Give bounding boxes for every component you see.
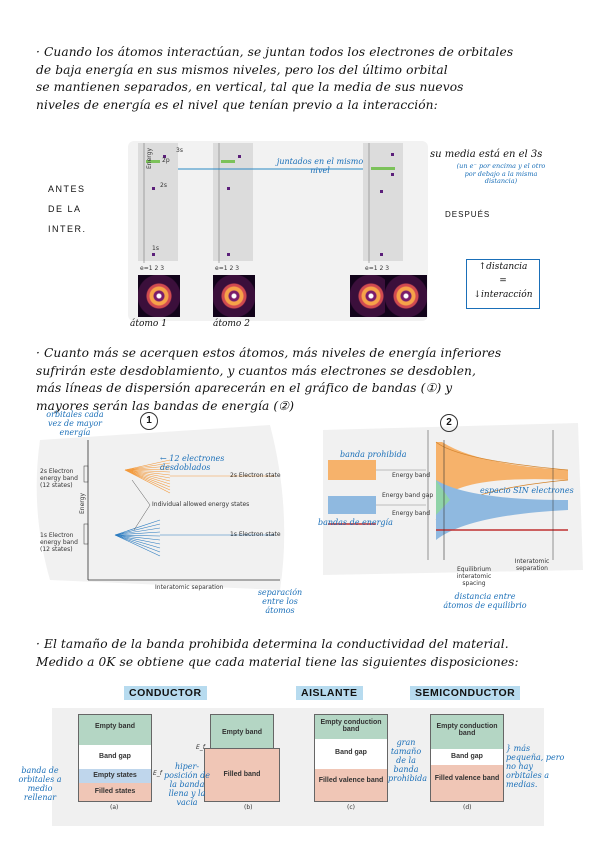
atom-2-label: átomo 2: [213, 319, 250, 329]
media-note: su media está en el 3s: [430, 149, 542, 160]
intro-line-1: · Cuando los átomos interactúan, se junt…: [36, 44, 576, 62]
diagram-c: Empty conduction band Band gap Filled va…: [314, 714, 388, 802]
band-gap-d: Band gap: [431, 749, 503, 765]
energy-axis-label: Energy: [146, 148, 153, 169]
diagram-b: Empty band Filled band: [210, 714, 282, 800]
note-d: } más pequeña, pero no hay orbitales a m…: [506, 744, 566, 789]
equilibrium-label: Equilibrium interatomic spacing: [454, 566, 494, 587]
filled-valence-band-c: Filled valence band: [315, 769, 387, 801]
caption-a: (a): [110, 804, 118, 811]
aislante-header: AISLANTE: [296, 686, 363, 700]
energy-band-label: Energy band: [392, 472, 430, 479]
intro-paragraph: · Cuando los átomos interactúan, se junt…: [36, 44, 576, 114]
intro-line-2: de baja energía en sus mismos niveles, p…: [36, 62, 576, 80]
e2s-band-label: 2s Electron energy band (12 states): [40, 468, 86, 489]
caption-d: (d): [463, 804, 472, 811]
axis-ticks-2: e=1 2 3: [215, 265, 239, 272]
energy-band-chart: [318, 420, 588, 580]
atom-1-orbital-image: [138, 275, 180, 317]
individual-states-label: Individual allowed energy states: [152, 501, 249, 508]
empty-band-a: Empty band: [79, 715, 151, 745]
energy-band-gap-label: Energy band gap: [382, 492, 433, 499]
ef-label-b: E_f: [196, 744, 205, 751]
para2-line-3: más líneas de dispersión aparecerán en e…: [36, 380, 576, 398]
distancia-equilibrio-note: distancia entre átomos de equilibrio: [440, 592, 530, 610]
band-gap-c: Band gap: [315, 739, 387, 769]
para3-line-1: · El tamaño de la banda prohibida determ…: [36, 636, 576, 654]
level-1s-label: 1s: [152, 245, 159, 252]
note-a: banda de orbitales a medio rellenar: [14, 766, 66, 802]
orbitales-note: orbitales cada vez de mayor energía: [40, 410, 110, 437]
energy-axis-label-2: Energy: [79, 493, 86, 514]
interatomic-separation-label-2: Interatomic separation: [512, 558, 552, 572]
energy-band-label-2: Energy band: [392, 510, 430, 517]
level-3s-label: 3s: [176, 147, 183, 154]
filled-valence-band-d: Filled valence band: [431, 765, 503, 801]
semiconductor-header: SEMICONDUCTOR: [410, 686, 520, 700]
interatomic-separation-label: Interatomic separation: [155, 584, 223, 591]
circle-2-marker: 2: [440, 414, 458, 432]
media-subnote: (un e⁻ por encima y el otro por debajo a…: [455, 163, 547, 186]
band-gap-a: Band gap: [79, 745, 151, 769]
atom-2-orbital-image: [213, 275, 255, 317]
atom-1-label: átomo 1: [130, 319, 167, 329]
empty-conduction-band-c: Empty conduction band: [315, 715, 387, 739]
level-2p-label: 2p: [162, 157, 170, 164]
banda-prohibida-note: banda prohibida: [340, 450, 420, 459]
e2s-state-label: 2s Electron state: [230, 472, 281, 479]
figure-3: CONDUCTOR AISLANTE SEMICONDUCTOR Empty b…: [0, 686, 600, 848]
e1s-state-label: 1s Electron state: [230, 531, 281, 538]
axis-ticks-1: e=1 2 3: [140, 265, 164, 272]
diagram-a: Empty band Band gap Empty states Filled …: [78, 714, 152, 802]
doce-electrones-note: ← 12 electrones desdoblados: [160, 454, 270, 472]
antes-label: ANTES DE LA INTER.: [48, 179, 87, 239]
distance-interaction-box: ↑distancia = ↓interacción: [466, 259, 540, 309]
axis-ticks-3: e=1 2 3: [365, 265, 389, 272]
para2-line-4: mayores serán las bandas de energía (②): [36, 398, 576, 416]
caption-b: (b): [244, 804, 253, 811]
combined-orbital-image-right: [385, 275, 427, 317]
filled-states-a: Filled states: [79, 783, 151, 801]
intro-line-3: se mantienen separados, en vertical, tal…: [36, 79, 576, 97]
empty-conduction-band-d: Empty conduction band: [431, 715, 503, 749]
juntados-note: juntados en el mismo nivel: [270, 157, 370, 175]
para2-line-2: sufrirán este desdoblamiento, y cuantos …: [36, 363, 576, 381]
conductor-header: CONDUCTOR: [124, 686, 207, 700]
figure-1: ANTES DE LA INTER. DESPUÉS 3s 2p 2s 1s E…: [0, 135, 600, 335]
despues-label: DESPUÉS: [445, 210, 490, 219]
level-2s-label: 2s: [160, 182, 167, 189]
note-b: hiper-posición de la banda llena y la va…: [164, 762, 210, 807]
note-c: gran tamaño de la banda prohibida: [388, 738, 424, 783]
band-splitting-chart: [30, 420, 290, 600]
espacio-sin-electrones-note: espacio SIN electrones: [480, 486, 590, 495]
bandas-energia-note: bandas de energía: [318, 518, 418, 527]
para3-line-2: Medido a 0K se obtiene que cada material…: [36, 654, 576, 672]
filled-band-b: Filled band: [204, 748, 280, 802]
circle-1-marker: 1: [140, 412, 158, 430]
caption-c: (c): [347, 804, 355, 811]
ef-label-a: E_f: [153, 770, 162, 777]
empty-states-a: Empty states: [79, 769, 151, 783]
figure-2: 1 orbitales cada vez de mayor energía ← …: [0, 420, 600, 630]
separacion-note: separación entre los átomos: [255, 588, 305, 615]
intro-line-4: niveles de energía es el nivel que tenía…: [36, 97, 576, 115]
para2-line-1: · Cuanto más se acerquen estos átomos, m…: [36, 345, 576, 363]
paragraph-3: · El tamaño de la banda prohibida determ…: [36, 636, 576, 671]
e1s-band-label: 1s Electron energy band (12 states): [40, 532, 86, 553]
paragraph-2: · Cuanto más se acerquen estos átomos, m…: [36, 345, 576, 415]
diagram-d: Empty conduction band Band gap Filled va…: [430, 714, 504, 802]
